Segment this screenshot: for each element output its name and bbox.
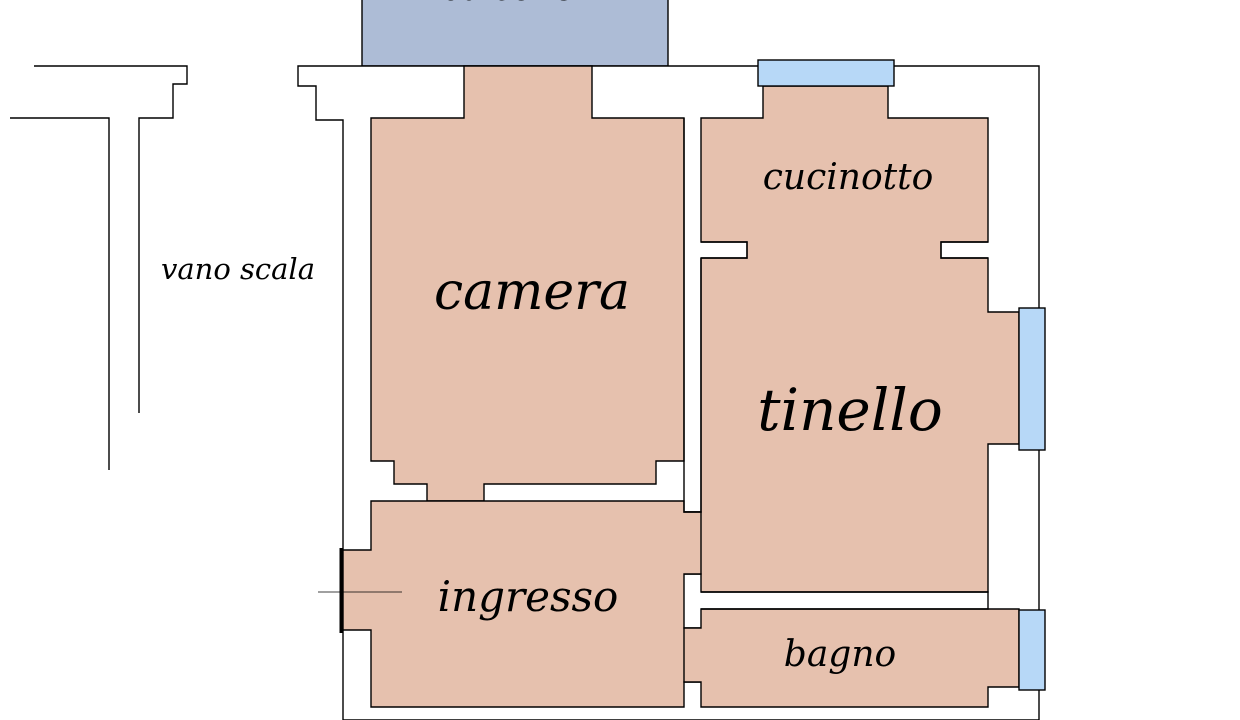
window-cucinotto xyxy=(757,59,895,87)
wall-bagno-top xyxy=(701,591,989,610)
label-ingresso: ingresso xyxy=(438,572,619,621)
label-balcone: balcone xyxy=(441,0,575,9)
window-tinello xyxy=(1018,307,1046,451)
stairwell-wall-top xyxy=(34,65,188,413)
balcone-area xyxy=(361,0,669,67)
window-bagno xyxy=(1018,609,1046,691)
wall-camera-right xyxy=(683,118,702,513)
room-camera xyxy=(370,65,685,502)
stairwell-wall-left xyxy=(10,117,110,470)
label-bagno: bagno xyxy=(784,634,896,675)
label-vano-scala: vano scala xyxy=(161,252,315,286)
label-camera: camera xyxy=(434,262,630,322)
label-tinello: tinello xyxy=(757,376,943,444)
label-cucinotto: cucinotto xyxy=(763,157,934,198)
wall-partition-cucinotto xyxy=(701,241,988,259)
